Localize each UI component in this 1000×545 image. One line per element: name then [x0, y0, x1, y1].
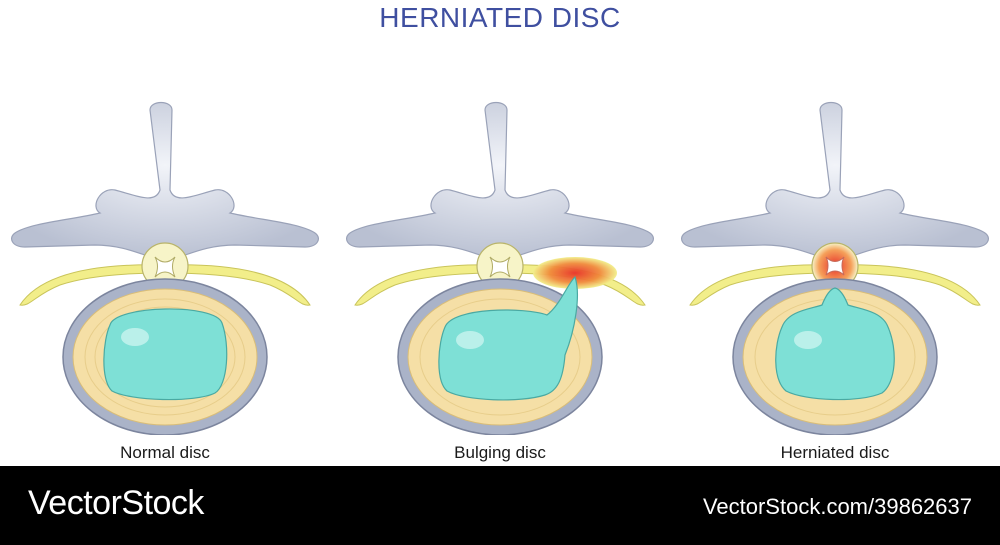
- brand-logo: VectorStock: [28, 484, 204, 522]
- caption-normal-disc: Normal disc: [120, 443, 210, 462]
- panel-bulging-disc: [335, 95, 665, 435]
- caption-herniated-disc: Herniated disc: [780, 443, 890, 462]
- image-credit: VectorStock.com/39862637: [702, 494, 972, 519]
- diagram-title: HERNIATED DISC: [379, 2, 621, 33]
- nucleus-pulposus: [438, 275, 578, 401]
- caption-bulging-disc: Bulging disc: [454, 443, 546, 462]
- footer-banner: VectorStock VectorStock.com/39862637: [0, 466, 1000, 545]
- inflammation-area: [533, 257, 617, 289]
- intervertebral-disc: [62, 278, 268, 435]
- vertebra-bone: [11, 101, 319, 261]
- panel-normal-disc: [0, 95, 330, 435]
- nucleus-pulposus: [103, 308, 228, 401]
- herniated-disc-illustration: [681, 101, 989, 435]
- bulging-disc-illustration: [346, 101, 654, 435]
- panel-herniated-disc: [670, 95, 1000, 435]
- vertebra-bone: [681, 101, 989, 261]
- vertebra-bone: [346, 101, 654, 261]
- intervertebral-disc: [732, 278, 938, 435]
- intervertebral-disc: [397, 275, 603, 435]
- normal-disc-illustration: [11, 101, 319, 435]
- nucleus-pulposus: [775, 287, 895, 401]
